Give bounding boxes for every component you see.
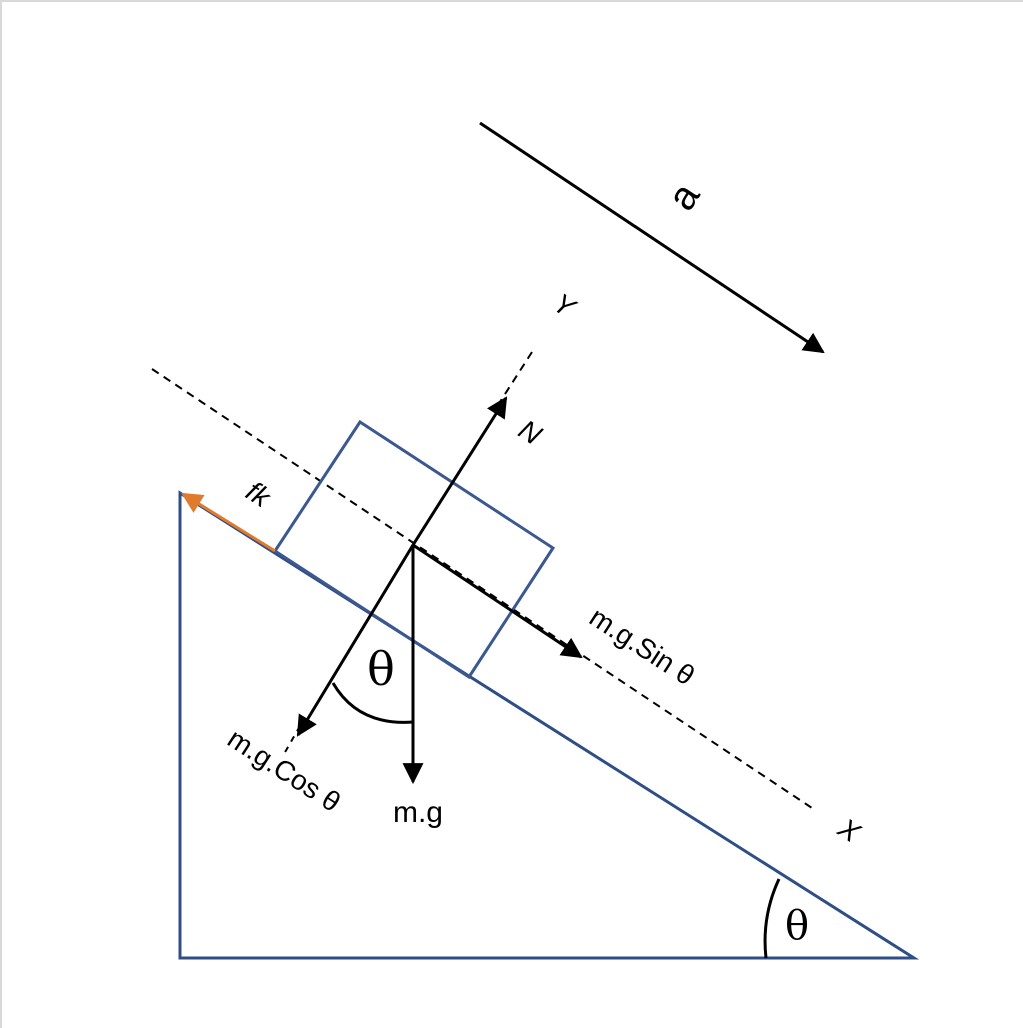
friction-arrow	[181, 492, 276, 553]
normal-force-arrow	[411, 396, 508, 546]
acceleration-label: a	[659, 175, 708, 218]
base-theta-label: θ	[785, 903, 809, 949]
block	[272, 419, 556, 680]
perpendicular-component-label: m.g.Cos θ	[222, 722, 346, 817]
friction-label: fk	[241, 475, 278, 514]
acceleration-arrow	[479, 121, 825, 354]
perpendicular-component-arrow	[296, 544, 415, 737]
block-angle-arc	[331, 682, 414, 724]
y-axis-dashed-line	[497, 351, 533, 406]
x-axis-label: X	[832, 812, 866, 849]
base-angle-arc	[763, 878, 781, 959]
normal-force-label: N	[513, 414, 547, 451]
weight-label: m.g	[393, 796, 443, 829]
block-theta-label: θ	[367, 642, 395, 696]
incline-triangle	[178, 490, 920, 960]
x-axis-dashed-line	[151, 368, 813, 809]
parallel-component-label: m.g.Sin θ	[584, 601, 700, 691]
parallel-component-arrow	[412, 543, 583, 659]
y-axis-label: Y	[548, 287, 582, 324]
y-axis-dashed-line-lower	[283, 725, 301, 755]
